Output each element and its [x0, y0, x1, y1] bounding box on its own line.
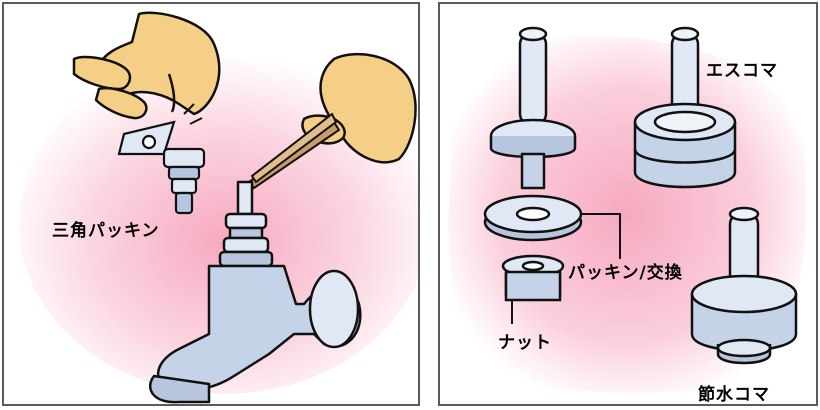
- nut-part: [501, 254, 565, 302]
- packing-replace-label: パッキン/交換: [568, 263, 683, 283]
- nut-label: ナット: [498, 333, 552, 353]
- faucet-illustration-panel: 三角パッキン: [2, 2, 420, 406]
- faucet-illustration: [19, 11, 418, 404]
- s-koma-label: エスコマ: [706, 61, 778, 81]
- sparkle-marks: [183, 103, 203, 125]
- triangle-packing-part: [117, 120, 206, 215]
- water-saving-koma-label: 節水コマ: [698, 385, 770, 405]
- faucet-parts-diagram: [448, 26, 807, 393]
- faucet: [148, 180, 362, 404]
- s-koma-part: [633, 26, 737, 189]
- faucet-parts-panel: エスコマ パッキン/交換 ナット 節水コマ: [438, 2, 818, 406]
- triangle-packing-label: 三角パッキン: [52, 221, 160, 241]
- spindle-part: [489, 26, 577, 190]
- packing-leader-line: [582, 213, 621, 259]
- tweezers: [247, 112, 341, 190]
- left-hand: [72, 11, 221, 120]
- packing-washer: [483, 194, 583, 242]
- water-saving-koma-part: [690, 206, 798, 365]
